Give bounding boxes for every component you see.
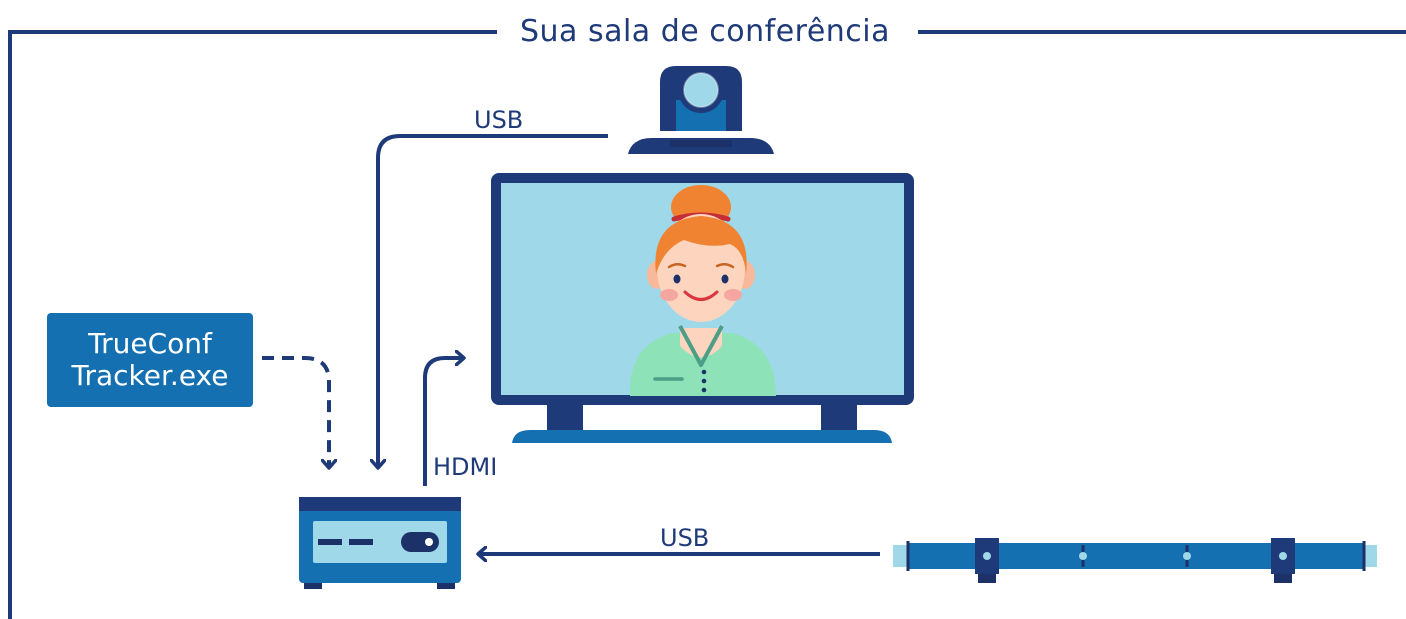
mini-pc-icon [299, 497, 461, 589]
room-frame [8, 30, 1406, 619]
person-avatar-icon [629, 185, 776, 396]
tracker-app-name: TrueConf [88, 327, 212, 360]
ptz-camera-icon [628, 66, 774, 154]
microphone-array-icon [893, 538, 1377, 583]
usb-camera-label: USB [474, 106, 524, 134]
tracker-app-file: Tracker.exe [71, 359, 229, 392]
tracker-dashed-connector [262, 356, 329, 468]
display-icon [491, 173, 914, 443]
usb-camera-connector [378, 134, 608, 468]
hdmi-connector [423, 358, 464, 486]
room-title: Sua sala de conferência [519, 14, 891, 49]
tracker-app-box: TrueConf Tracker.exe [47, 313, 253, 407]
hdmi-label: HDMI [433, 453, 498, 481]
usb-mic-label: USB [660, 524, 710, 552]
